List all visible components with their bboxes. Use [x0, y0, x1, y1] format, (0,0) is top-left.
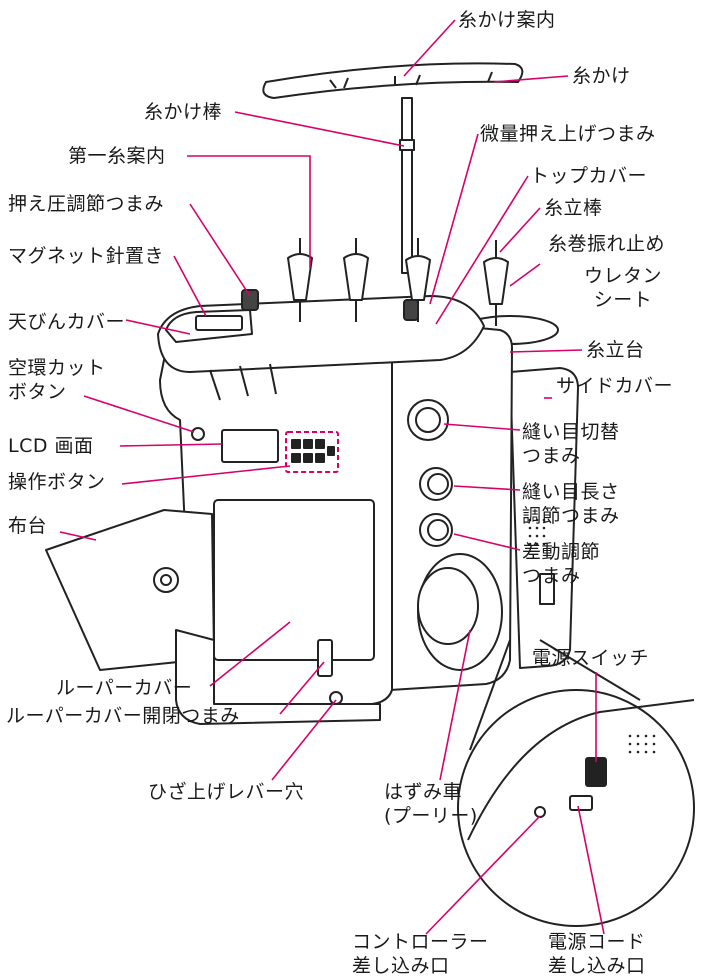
- label-lcd-screen: LCD 画面: [8, 435, 94, 457]
- base: [175, 629, 381, 725]
- label-fine-presser-knob: 微量押え上げつまみ: [480, 123, 656, 145]
- label-thread-hook: 糸かけ: [572, 65, 631, 87]
- label-spool-stabilizer: 糸巻振れ止め: [548, 233, 666, 255]
- label-spool-stand: 糸立台: [586, 339, 645, 361]
- label-looper-cover-knob: ルーパーカバー開閉つまみ: [6, 705, 240, 727]
- label-power-switch: 電源スイッチ: [532, 647, 650, 669]
- looper-cover-knob[interactable]: [317, 639, 333, 677]
- label-air-cut-button: 空環カット ボタン: [8, 357, 106, 403]
- operation-buttons-panel[interactable]: [285, 431, 339, 473]
- controller-jack: [534, 806, 546, 818]
- label-presser-adjust-knob: 押え圧調節つまみ: [8, 193, 165, 215]
- side-cover: [509, 367, 579, 669]
- magnet-needle-holder: [195, 315, 243, 331]
- power-switch[interactable]: [585, 757, 607, 787]
- thread-guide-bar: [262, 62, 524, 99]
- label-handwheel: はずみ車 (プーリー): [384, 781, 478, 827]
- label-differential-knob: 差動調節 つまみ: [522, 541, 601, 587]
- label-thread-takeup-cover: 天びんカバー: [8, 311, 126, 333]
- thread-rod: [401, 97, 413, 274]
- fine-presser-knob[interactable]: [403, 299, 419, 321]
- air-cut-button[interactable]: [191, 427, 205, 441]
- label-power-cord-jack: 電源コード 差し込み口: [548, 931, 646, 977]
- label-stitch-length-knob: 縫い目長さ 調節つまみ: [522, 481, 620, 527]
- lcd-screen: [221, 429, 279, 463]
- label-side-cover: サイドカバー: [556, 375, 674, 397]
- power-cord-jack: [569, 795, 593, 811]
- label-controller-jack: コントローラー 差し込み口: [352, 931, 489, 977]
- label-urethane-sheet: ウレタン シート: [584, 265, 663, 311]
- label-knee-lifter-hole: ひざ上げレバー穴: [148, 781, 305, 803]
- label-looper-cover: ルーパーカバー: [56, 677, 193, 699]
- label-spool-pin: 糸立棒: [544, 197, 603, 219]
- presser-adjust-knob[interactable]: [241, 289, 259, 311]
- label-stitch-selector-knob: 縫い目切替 つまみ: [522, 421, 620, 467]
- knee-lifter-hole: [329, 691, 343, 705]
- looper-cover: [213, 499, 375, 661]
- label-cloth-plate: 布台: [8, 515, 48, 537]
- label-first-thread-guide: 第一糸案内: [68, 145, 166, 167]
- label-top-cover: トップカバー: [530, 165, 648, 187]
- leader-lines: [59, 19, 605, 935]
- label-operation-buttons: 操作ボタン: [8, 471, 106, 493]
- label-thread-rod: 糸かけ棒: [144, 101, 223, 123]
- label-thread-guide: 糸かけ案内: [458, 9, 556, 31]
- label-magnet-needle-holder: マグネット針置き: [8, 245, 165, 267]
